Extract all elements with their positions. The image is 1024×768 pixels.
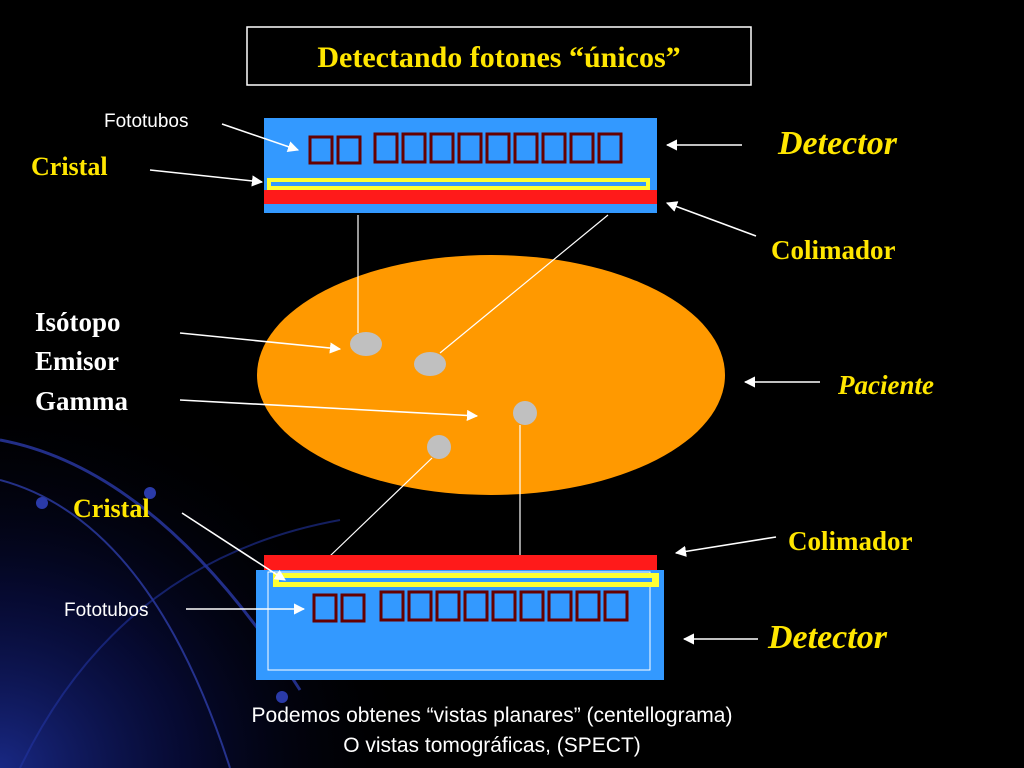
title-box: Detectando fotones “únicos” <box>246 26 752 86</box>
phototube-icon <box>491 590 517 622</box>
top-detector <box>264 118 657 213</box>
phototube-icon <box>597 132 623 164</box>
label-cristal-top: Cristal <box>31 152 108 181</box>
arrow-colimador-bottom <box>674 536 777 557</box>
label-colimador-bottom: Colimador <box>788 526 913 556</box>
isotope-dot <box>427 435 451 459</box>
caption-line-1: Podemos obtenes “vistas planares” (cente… <box>252 704 733 727</box>
phototube-icon <box>379 590 405 622</box>
isotope-dot <box>350 332 382 356</box>
caption-line-2: O vistas tomográficas, (SPECT) <box>343 734 641 757</box>
phototube-icon <box>340 593 366 623</box>
phototube-icon <box>373 132 399 164</box>
phototube-icon <box>401 132 427 164</box>
phototube-icon <box>519 590 545 622</box>
phototube-icon <box>569 132 595 164</box>
phototube-icon <box>457 132 483 164</box>
phototube-icon <box>435 590 461 622</box>
arrow-isotopo-2 <box>179 399 479 422</box>
phototube-icon <box>541 132 567 164</box>
label-isotopo-line2: Emisor <box>35 346 119 376</box>
phototube-icon <box>485 132 511 164</box>
patient-ellipse <box>257 255 725 495</box>
photon-paths <box>329 214 609 575</box>
phototube-icon <box>407 590 433 622</box>
arrow-isotopo-1 <box>179 332 342 354</box>
arrow-fototubos-top <box>221 123 300 153</box>
isotope-dot <box>414 352 446 376</box>
bottom-detector-body <box>256 570 664 680</box>
bottom-phototubes <box>312 590 629 623</box>
arrow-colimador-top <box>665 201 757 237</box>
phototube-icon <box>603 590 629 622</box>
arrow-cristal-top <box>149 169 264 187</box>
label-paciente: Paciente <box>837 370 934 400</box>
caption: Podemos obtenes “vistas planares” (cente… <box>252 704 733 757</box>
labels: Fototubos Cristal Detector Colimador Isó… <box>31 111 934 656</box>
label-colimador-top: Colimador <box>771 235 896 265</box>
label-isotopo-line3: Gamma <box>35 386 128 416</box>
arrow-cristal-bottom <box>181 512 286 581</box>
phototube-icon <box>547 590 573 622</box>
phototube-icon <box>336 135 362 165</box>
label-fototubos-bottom: Fototubos <box>64 600 149 621</box>
label-cristal-bottom: Cristal <box>73 494 150 523</box>
bottom-detector <box>256 555 664 680</box>
phototube-icon <box>429 132 455 164</box>
label-detector-bottom: Detector <box>767 619 888 656</box>
label-fototubos-top: Fototubos <box>104 111 189 132</box>
pointer-arrows <box>149 123 820 645</box>
top-collimator-strip <box>264 190 657 204</box>
phototube-icon <box>575 590 601 622</box>
phototube-icon <box>513 132 539 164</box>
bottom-collimator-strip <box>264 555 657 571</box>
top-phototubes <box>308 132 623 165</box>
phototube-icon <box>312 593 338 623</box>
label-isotopo-line1: Isótopo <box>35 307 121 337</box>
label-detector-top: Detector <box>777 125 898 162</box>
phototube-icon <box>463 590 489 622</box>
isotope-dot <box>513 401 537 425</box>
patient <box>257 255 725 495</box>
page-title: Detectando fotones “únicos” <box>317 41 680 74</box>
phototube-icon <box>308 135 334 165</box>
